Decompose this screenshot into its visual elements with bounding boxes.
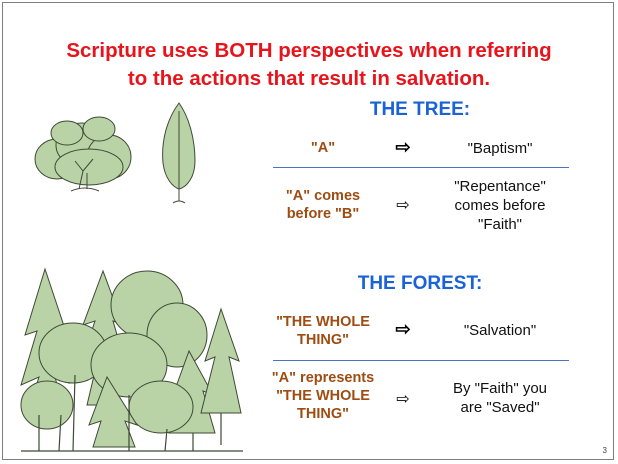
term-line: before "B" <box>286 206 360 222</box>
tree-row-2-meaning: "Repentance" comes before "Faith" <box>425 177 575 234</box>
right-arrow-icon: ⇨ <box>395 319 411 339</box>
conifer-tree <box>200 307 242 414</box>
meaning-line: "Baptism" <box>467 140 533 157</box>
forest-row-2-term: "A" represents "THE WHOLE THING" <box>265 369 381 423</box>
round-bush-image <box>34 116 132 192</box>
conifer-tree <box>88 375 139 448</box>
term-line: "A" <box>310 140 336 156</box>
right-arrow-icon: ⇨ <box>396 391 410 408</box>
term-line: "THE WHOLE <box>276 388 370 404</box>
title-line-1: Scripture uses BOTH perspectives when re… <box>66 39 552 62</box>
tree-divider <box>273 167 569 168</box>
slide: Scripture uses BOTH perspectives when re… <box>2 2 614 460</box>
tree-illustration <box>34 102 196 204</box>
forest-row-1-term: "THE WHOLE THING" <box>265 313 381 349</box>
title-line-2: to the actions that result in salvation. <box>127 67 491 90</box>
forest-row-1: "THE WHOLE THING" ⇨ "Salvation" <box>265 309 575 353</box>
meaning-line: are "Saved" <box>460 399 540 416</box>
term-line: THING" <box>297 332 349 348</box>
term-line: "A" represents <box>271 370 375 386</box>
forest-divider <box>273 360 569 361</box>
forest-row-2-meaning: By "Faith" you are "Saved" <box>425 379 575 417</box>
term-line: THING" <box>297 406 349 422</box>
term-line: "THE WHOLE <box>276 314 370 330</box>
term-line: "A" comes <box>285 188 361 204</box>
broadleaf-tree <box>128 380 194 434</box>
tree-row-1-meaning: "Baptism" <box>425 139 575 158</box>
meaning-line: comes before <box>454 197 546 214</box>
tree-row-2: "A" comes before "B" ⇨ "Repentance" come… <box>265 173 575 239</box>
meaning-line: "Repentance" <box>454 178 546 195</box>
page-number: 3 <box>602 446 607 455</box>
meaning-line: "Faith" <box>478 216 522 233</box>
tree-row-1-term: "A" <box>265 139 381 157</box>
meaning-line: "Salvation" <box>463 322 537 339</box>
tree-section-heading: THE TREE: <box>369 99 471 120</box>
slide-title: Scripture uses BOTH perspectives when re… <box>43 37 575 93</box>
slender-tree-image <box>162 102 196 204</box>
tree-row-1: "A" ⇨ "Baptism" <box>265 137 575 163</box>
tree-row-2-term: "A" comes before "B" <box>265 187 381 223</box>
right-arrow-icon: ⇨ <box>395 137 411 157</box>
forest-row-2: "A" represents "THE WHOLE THING" ⇨ By "F… <box>265 367 575 433</box>
forest-section-heading: THE FOREST: <box>357 273 483 294</box>
broadleaf-tree <box>20 380 74 430</box>
meaning-line: By "Faith" you <box>452 380 548 397</box>
forest-illustration <box>20 267 243 452</box>
forest-row-1-meaning: "Salvation" <box>425 321 575 340</box>
right-arrow-icon: ⇨ <box>396 197 410 214</box>
